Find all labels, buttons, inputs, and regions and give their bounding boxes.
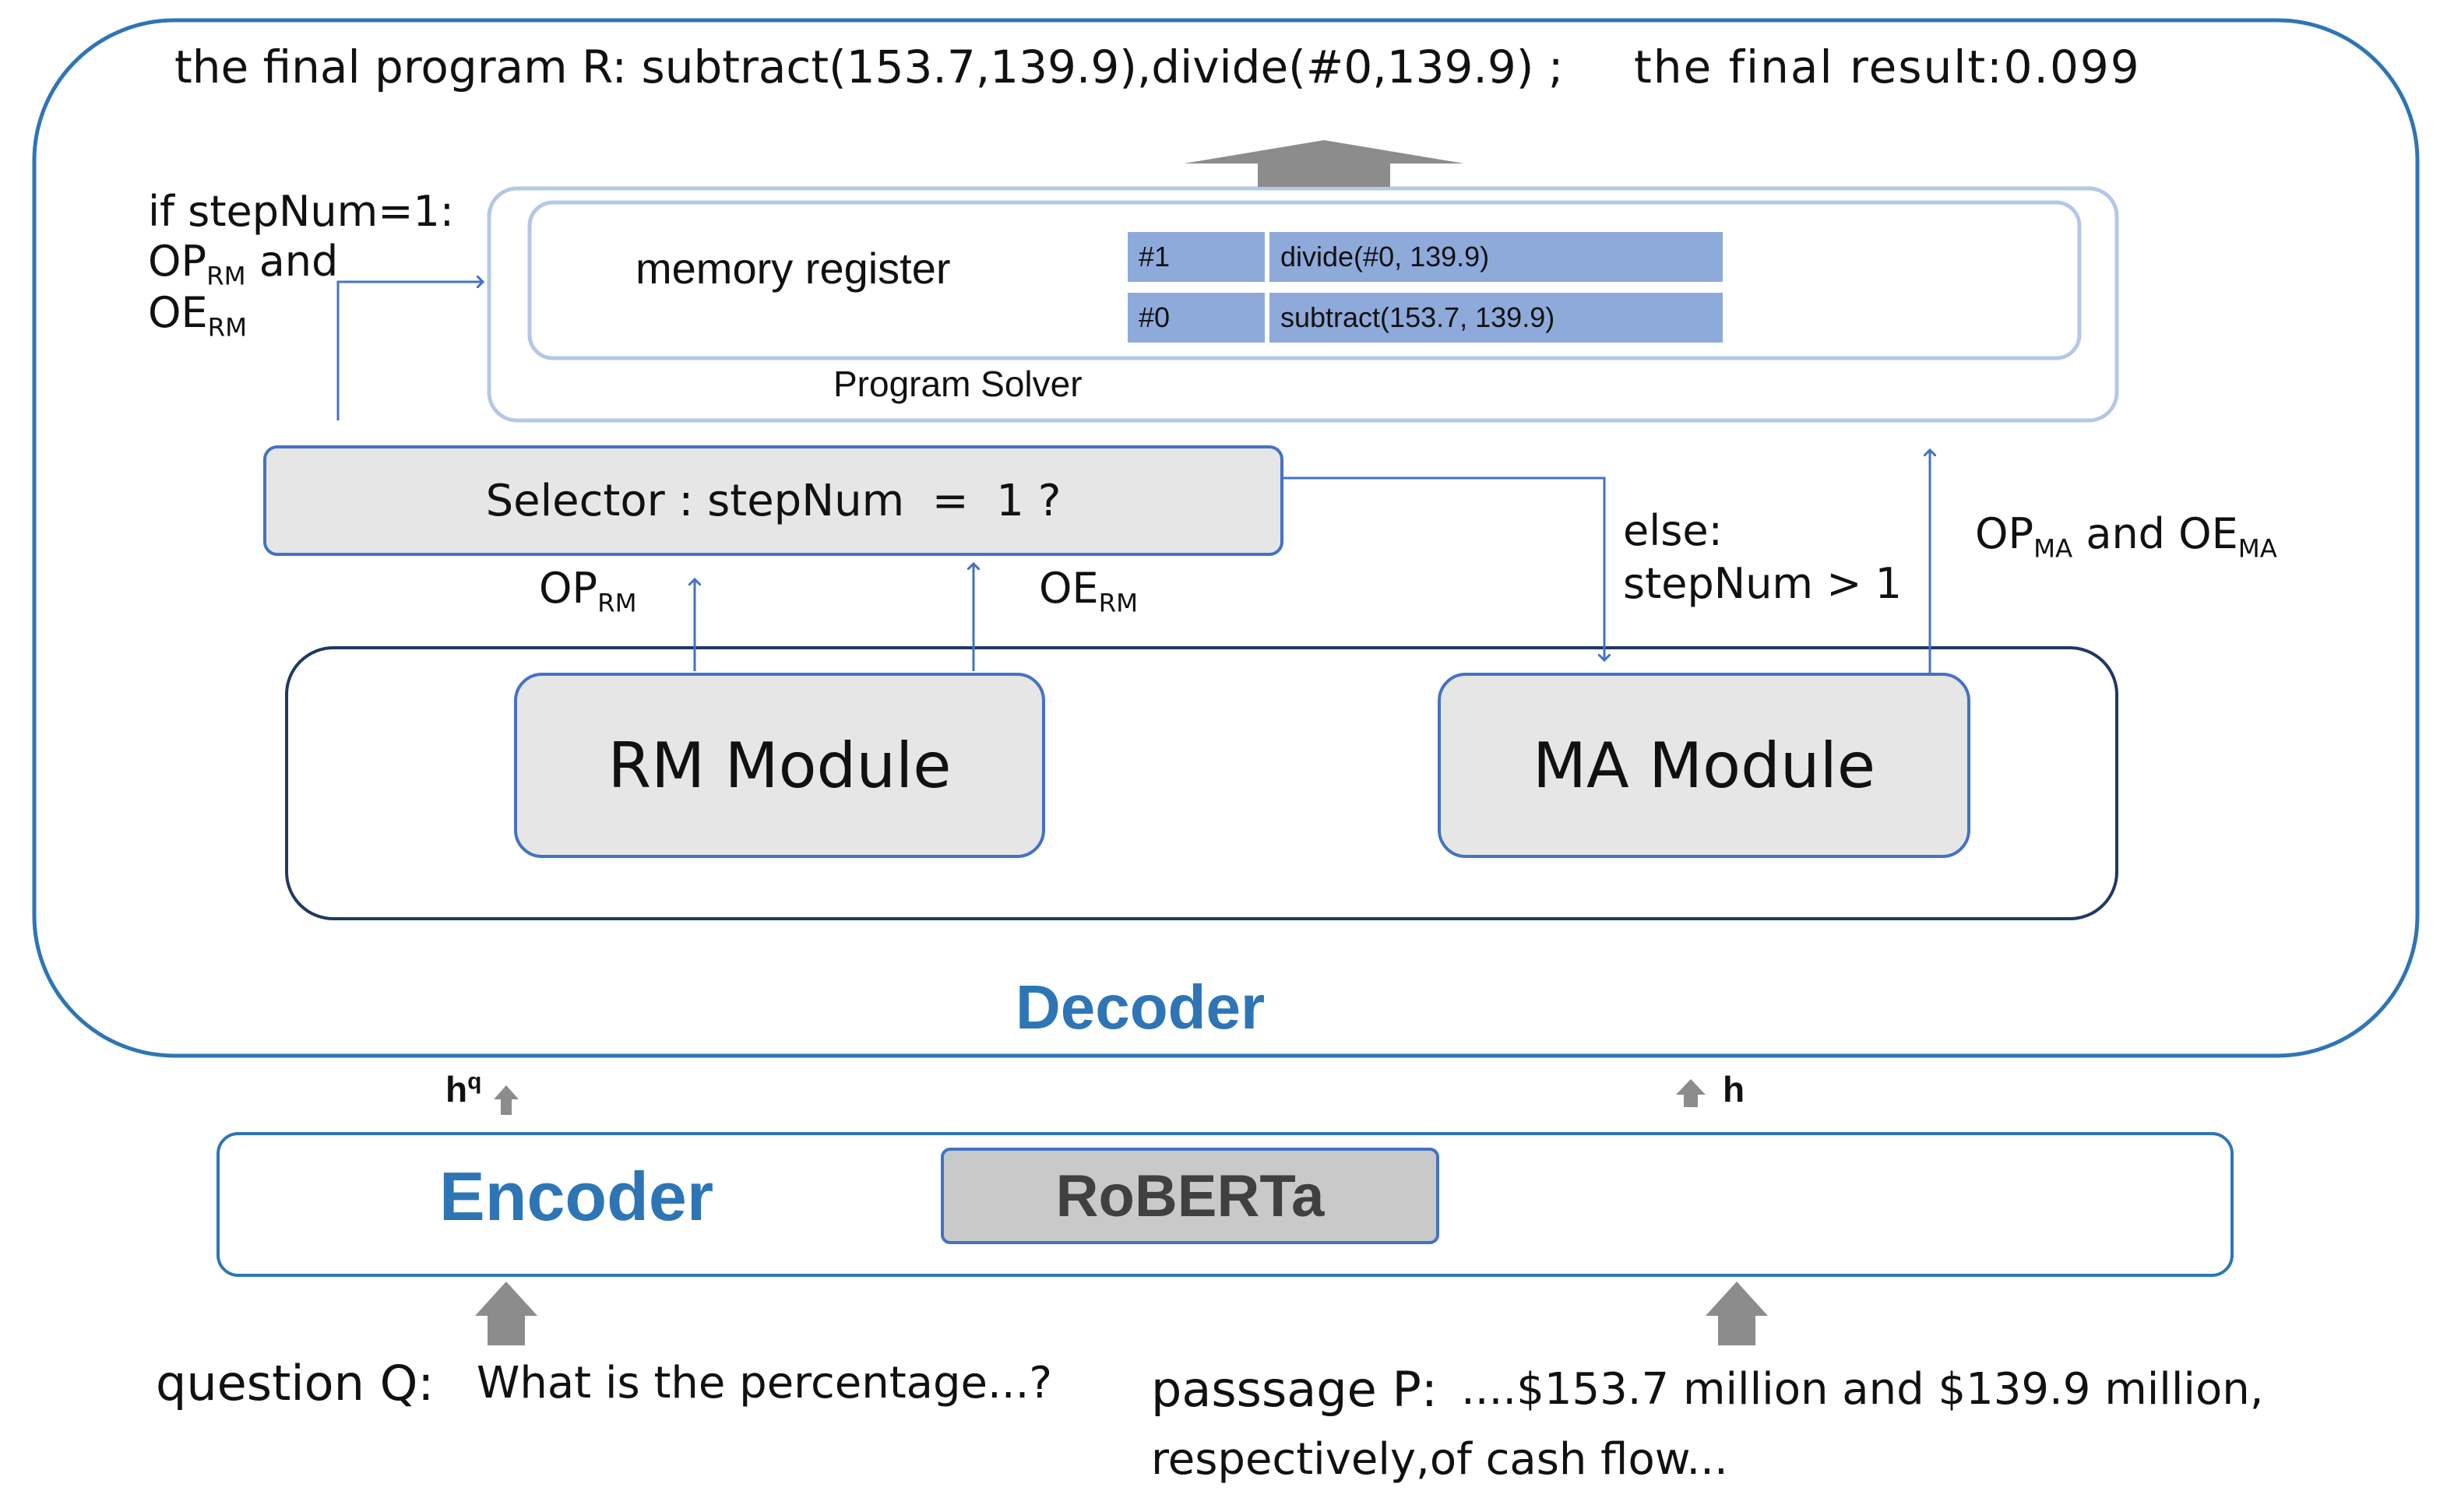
hq-arrow (494, 1085, 519, 1099)
modules-container (285, 646, 2118, 920)
program-solver-inner (527, 200, 2082, 360)
question-text: What is the percentage...? (477, 1358, 1053, 1408)
register-1-id: #1 (1128, 232, 1265, 282)
passage-label: passsage P: (1151, 1361, 1438, 1418)
encoder-label: Encoder (439, 1158, 714, 1235)
oe-rm-label: OERM (1039, 564, 1139, 618)
h-label: h (1723, 1069, 1745, 1109)
ma-module-label: MA Module (1532, 729, 1876, 802)
op-rm-label: OPRM (539, 564, 637, 618)
condition-line3: OERM (148, 288, 248, 343)
selector-box: Selector : stepNum = 1 ? (263, 445, 1283, 556)
decoder-container (32, 18, 2420, 1058)
register-0-id: #0 (1128, 293, 1265, 343)
selector-label: Selector : stepNum = 1 ? (485, 475, 1062, 526)
else-label-line2: stepNum > 1 (1623, 559, 1902, 608)
program-solver-label: Program Solver (833, 364, 1083, 404)
program-solver-outer (487, 186, 2119, 423)
else-label-line1: else: (1623, 506, 1723, 555)
condition-line1: if stepNum=1: (148, 187, 455, 236)
register-1-op: divide(#0, 139.9) (1269, 232, 1723, 282)
question-input-arrow (475, 1282, 537, 1316)
passage-line2: respectively,of cash flow... (1151, 1434, 1728, 1485)
roberta-box: RoBERTa (941, 1148, 1439, 1244)
rm-module-label: RM Module (607, 729, 952, 802)
encoder-container (217, 1132, 2234, 1277)
final-program-text: the final program R: subtract(153.7,139.… (174, 40, 1564, 93)
hq-label: hq (445, 1068, 482, 1109)
roberta-label: RoBERTa (1055, 1162, 1325, 1229)
else-wire (1282, 476, 1604, 660)
passage-line1: ....$153.7 million and $139.9 million, (1461, 1364, 2264, 1415)
register-0-op: subtract(153.7, 139.9) (1269, 293, 1723, 343)
question-label: question Q: (156, 1355, 435, 1412)
ma-module-box: MA Module (1438, 673, 1970, 858)
rm-to-solver-wire (336, 282, 483, 420)
memory-register-label: memory register (636, 244, 951, 293)
ma-output-label: OPMA and OEMA (1975, 509, 2277, 564)
final-result-text: the final result:0.099 (1634, 40, 2141, 93)
condition-line2: OPRM and (148, 237, 339, 291)
decoder-label: Decoder (1016, 972, 1266, 1042)
output-arrow (1184, 140, 1464, 164)
h-arrow (1676, 1079, 1706, 1095)
rm-module-box: RM Module (514, 673, 1045, 858)
passage-input-arrow (1706, 1282, 1768, 1316)
